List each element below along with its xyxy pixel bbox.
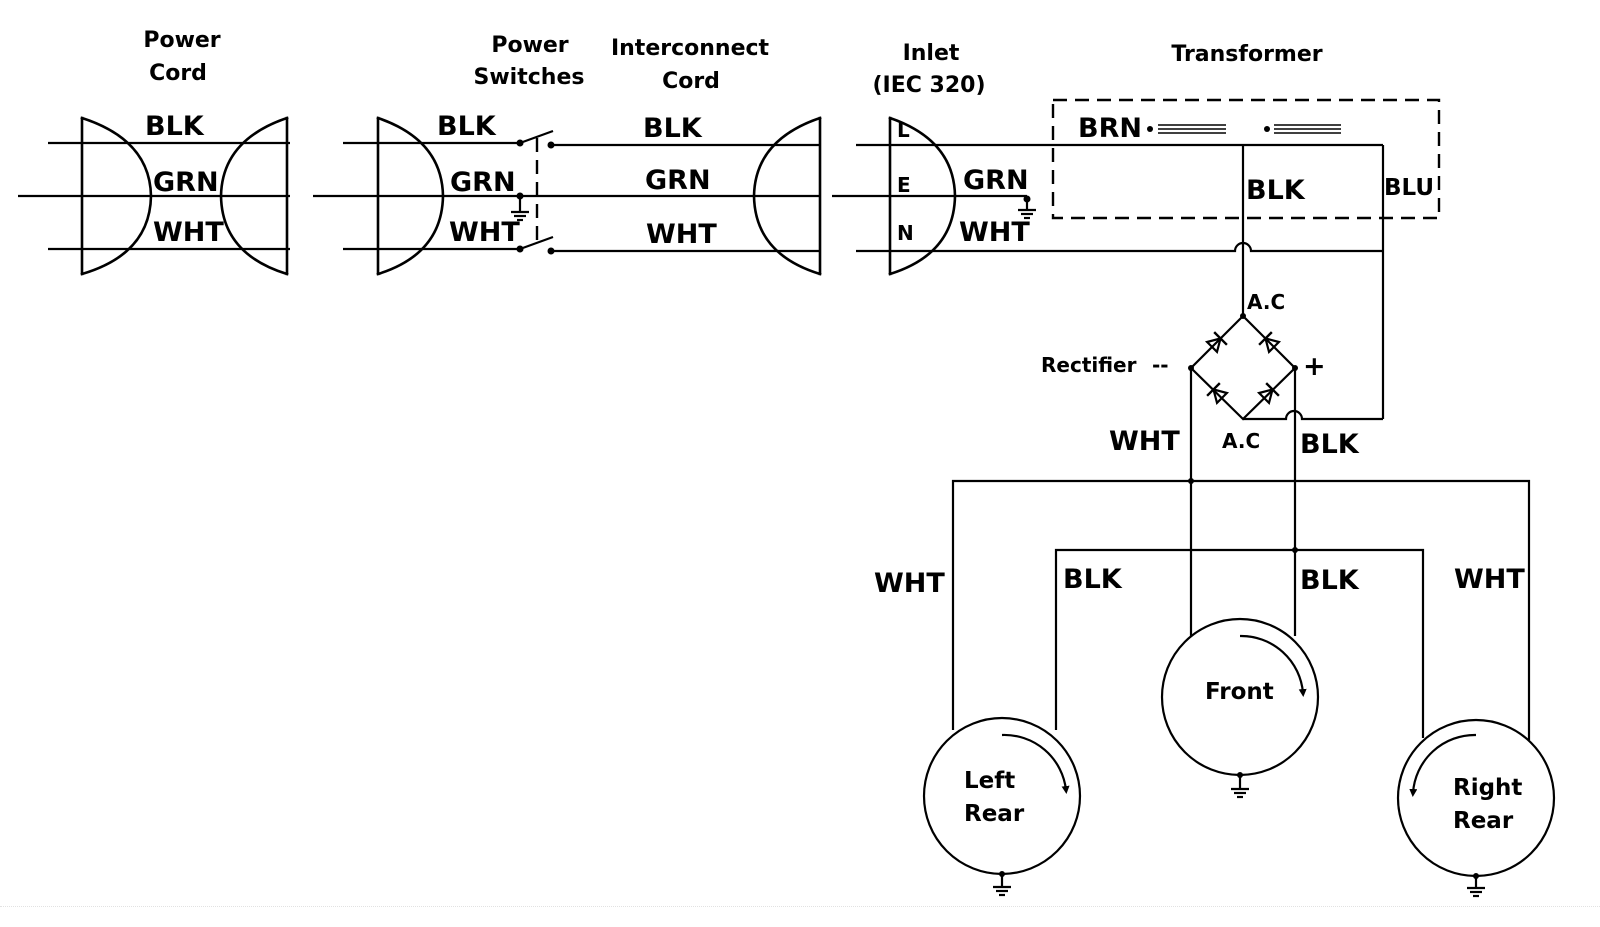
rectifier-diamond — [1189, 314, 1297, 421]
rectifier-ac-bottom-wire — [1243, 409, 1383, 421]
power-cord-grn-label: GRN — [153, 167, 219, 198]
rectifier-negative-label: -- — [1152, 353, 1169, 377]
ground-icon — [993, 874, 1011, 897]
ground-icon — [511, 196, 529, 222]
power-cord-title-line1: Power — [143, 28, 220, 53]
fan-bus-wht-left-label: WHT — [874, 568, 945, 599]
interconnect-blk-label: BLK — [643, 113, 703, 144]
bus-black — [1054, 548, 1425, 738]
junction-dot — [1292, 547, 1298, 553]
diode-icon — [1256, 382, 1280, 406]
power-switches-title-line1: Power — [491, 33, 568, 58]
inlet-wht-label: WHT — [959, 217, 1030, 248]
switch-grn-label: GRN — [450, 167, 516, 198]
fan-left-rear: Left Rear — [922, 716, 1082, 897]
transformer-blk-label: BLK — [1246, 175, 1306, 206]
rectifier-ac-top-label: A.C — [1247, 290, 1285, 314]
ground-icon — [1231, 775, 1249, 799]
rotation-clockwise-icon — [1239, 634, 1307, 697]
fan-left-rear-label-line2: Rear — [964, 801, 1025, 827]
switch-wht-label: WHT — [449, 217, 520, 248]
interconnect-wht-label: WHT — [646, 219, 717, 250]
inlet: Inlet (IEC 320) L E N GRN WHT — [832, 41, 1383, 276]
power-switches-title-line2: Switches — [474, 65, 585, 90]
inlet-pin-e: E — [897, 173, 911, 197]
fan-bus-blk-left-label: BLK — [1063, 564, 1123, 595]
interconnect-title-line1: Interconnect — [611, 36, 770, 61]
interconnect-grn-label: GRN — [645, 165, 711, 196]
transformer-brn-label: BRN — [1078, 113, 1142, 144]
fan-left-rear-label-line1: Left — [964, 768, 1015, 794]
interconnect-plug — [752, 116, 822, 276]
transformer-primary-coil-icon — [1147, 124, 1226, 134]
interconnect-cord: Interconnect Cord BLK GRN WHT — [551, 36, 822, 276]
fan-bus-wht-right-label: WHT — [1454, 564, 1525, 595]
fan-bus-blk-right-label: BLK — [1300, 565, 1360, 596]
diode-icon — [1206, 382, 1230, 406]
fan-front: Front — [1160, 617, 1320, 799]
transformer-title: Transformer — [1171, 42, 1322, 67]
fan-right-rear-label-line1: Right — [1453, 775, 1522, 801]
transformer-enclosure — [1051, 98, 1441, 220]
rectifier-wht-label: WHT — [1109, 426, 1180, 457]
rectifier-ac-bottom-label: A.C — [1222, 429, 1260, 453]
power-cord-wht-label: WHT — [153, 217, 224, 248]
inlet-grn-label: GRN — [963, 165, 1029, 196]
fan-bus: WHT BLK BLK WHT — [874, 478, 1531, 740]
inlet-title-line1: Inlet — [903, 41, 960, 66]
junction-dot — [1188, 478, 1194, 484]
rotation-counter-clockwise-icon — [1409, 733, 1477, 797]
inlet-pin-l: L — [897, 118, 910, 142]
diode-icon — [1258, 331, 1282, 355]
rectifier-bridge: A.C A.C Rectifier -- + WHT BLK — [1041, 290, 1383, 636]
rotation-clockwise-icon — [1001, 733, 1070, 794]
fan-front-label: Front — [1205, 679, 1274, 705]
fan-right-rear: Right Rear — [1396, 718, 1556, 898]
rectifier-label: Rectifier — [1041, 353, 1137, 377]
page-edge-divider — [0, 906, 1600, 907]
switch-blade-top — [519, 129, 554, 145]
transformer-secondary-coil-icon — [1264, 124, 1341, 134]
power-switches: Power Switches BLK GRN WHT — [313, 33, 820, 276]
power-cord: Power Cord BLK GRN WHT — [18, 28, 290, 276]
transformer: Transformer BRN BLK BLU — [1051, 42, 1441, 419]
diode-icon — [1204, 331, 1228, 355]
interconnect-title-line2: Cord — [662, 69, 720, 94]
inlet-title-line2: (IEC 320) — [872, 73, 985, 98]
rectifier-positive-label: + — [1303, 351, 1326, 382]
rectifier-blk-label: BLK — [1300, 429, 1360, 460]
ground-icon — [1018, 199, 1036, 220]
fan-left-rear-motor-icon — [922, 716, 1082, 876]
power-cord-blk-label: BLK — [145, 111, 205, 142]
junction-dot — [1240, 313, 1246, 319]
transformer-blu-label: BLU — [1384, 175, 1434, 201]
switch-blade-bottom — [519, 235, 554, 251]
switch-blk-label: BLK — [437, 111, 497, 142]
bus-white — [951, 479, 1531, 740]
power-cord-title-line2: Cord — [149, 61, 207, 86]
inlet-pin-n: N — [897, 221, 914, 245]
ground-icon — [1467, 876, 1485, 898]
fan-right-rear-label-line2: Rear — [1453, 808, 1514, 834]
